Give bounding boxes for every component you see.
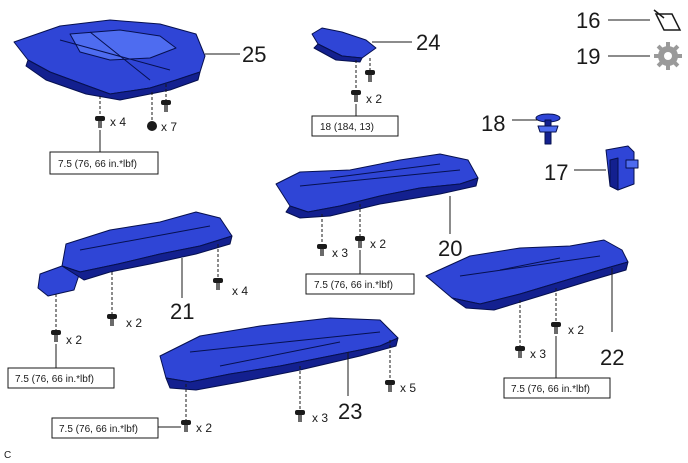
callout-25: 25	[242, 42, 266, 67]
torque-20: 7.5 (76, 66 in.*lbf)	[314, 280, 393, 291]
part-20-side-cover	[275, 153, 479, 219]
qty-24: x 2	[366, 92, 382, 106]
torque-box-21	[7, 367, 115, 389]
oil-can-icon	[653, 9, 682, 31]
bolts-21	[51, 244, 223, 368]
qty-23-c: x 2	[196, 421, 212, 435]
callout-16: 16	[576, 8, 600, 33]
bolts-24	[351, 58, 375, 116]
torque-24: 18 (184, 13)	[320, 122, 374, 133]
bolts-22	[515, 288, 561, 378]
part-17-clip	[605, 145, 639, 191]
qty-22-a: x 2	[568, 323, 584, 337]
torque-22: 7.5 (76, 66 in.*lbf)	[511, 384, 590, 395]
callout-20: 20	[438, 236, 462, 261]
qty-23-a: x 5	[400, 381, 416, 395]
callout-24: 24	[416, 30, 440, 55]
qty-23-b: x 3	[312, 411, 328, 425]
figure-code: C	[4, 450, 11, 461]
torque-box-24	[311, 115, 399, 137]
qty-21-a: x 4	[232, 284, 248, 298]
torque-box-25	[49, 151, 159, 175]
callout-21: 21	[170, 299, 194, 324]
part-23-center-cover	[159, 317, 399, 391]
callout-19: 19	[576, 44, 600, 69]
torque-23: 7.5 (76, 66 in.*lbf)	[59, 424, 138, 435]
bolts-20	[317, 204, 365, 274]
callout-22: 22	[600, 345, 624, 370]
part-22-rear-cover-right	[425, 239, 629, 311]
part-25-engine-under-cover	[13, 19, 206, 101]
torque-box-23	[51, 417, 159, 439]
qty-25-b: x 7	[161, 120, 177, 134]
torque-box-22	[503, 377, 611, 399]
qty-25-a: x 4	[110, 115, 126, 129]
part-18-clip	[535, 113, 561, 145]
bolts-23	[158, 340, 395, 432]
callout-17: 17	[544, 160, 568, 185]
bolts-25	[95, 84, 171, 152]
part-21-rear-cover-left	[37, 211, 233, 297]
torque-25: 7.5 (76, 66 in.*lbf)	[58, 159, 137, 170]
torque-box-20	[305, 273, 415, 295]
qty-21-c: x 2	[66, 333, 82, 347]
qty-20-a: x 3	[332, 246, 348, 260]
qty-20-b: x 2	[370, 237, 386, 251]
callout-23: 23	[338, 399, 362, 424]
part-24-bracket	[311, 27, 377, 63]
qty-22-b: x 3	[530, 347, 546, 361]
gear-icon	[654, 42, 682, 70]
qty-21-b: x 2	[126, 316, 142, 330]
callout-18: 18	[481, 111, 505, 136]
torque-21: 7.5 (76, 66 in.*lbf)	[15, 374, 94, 385]
